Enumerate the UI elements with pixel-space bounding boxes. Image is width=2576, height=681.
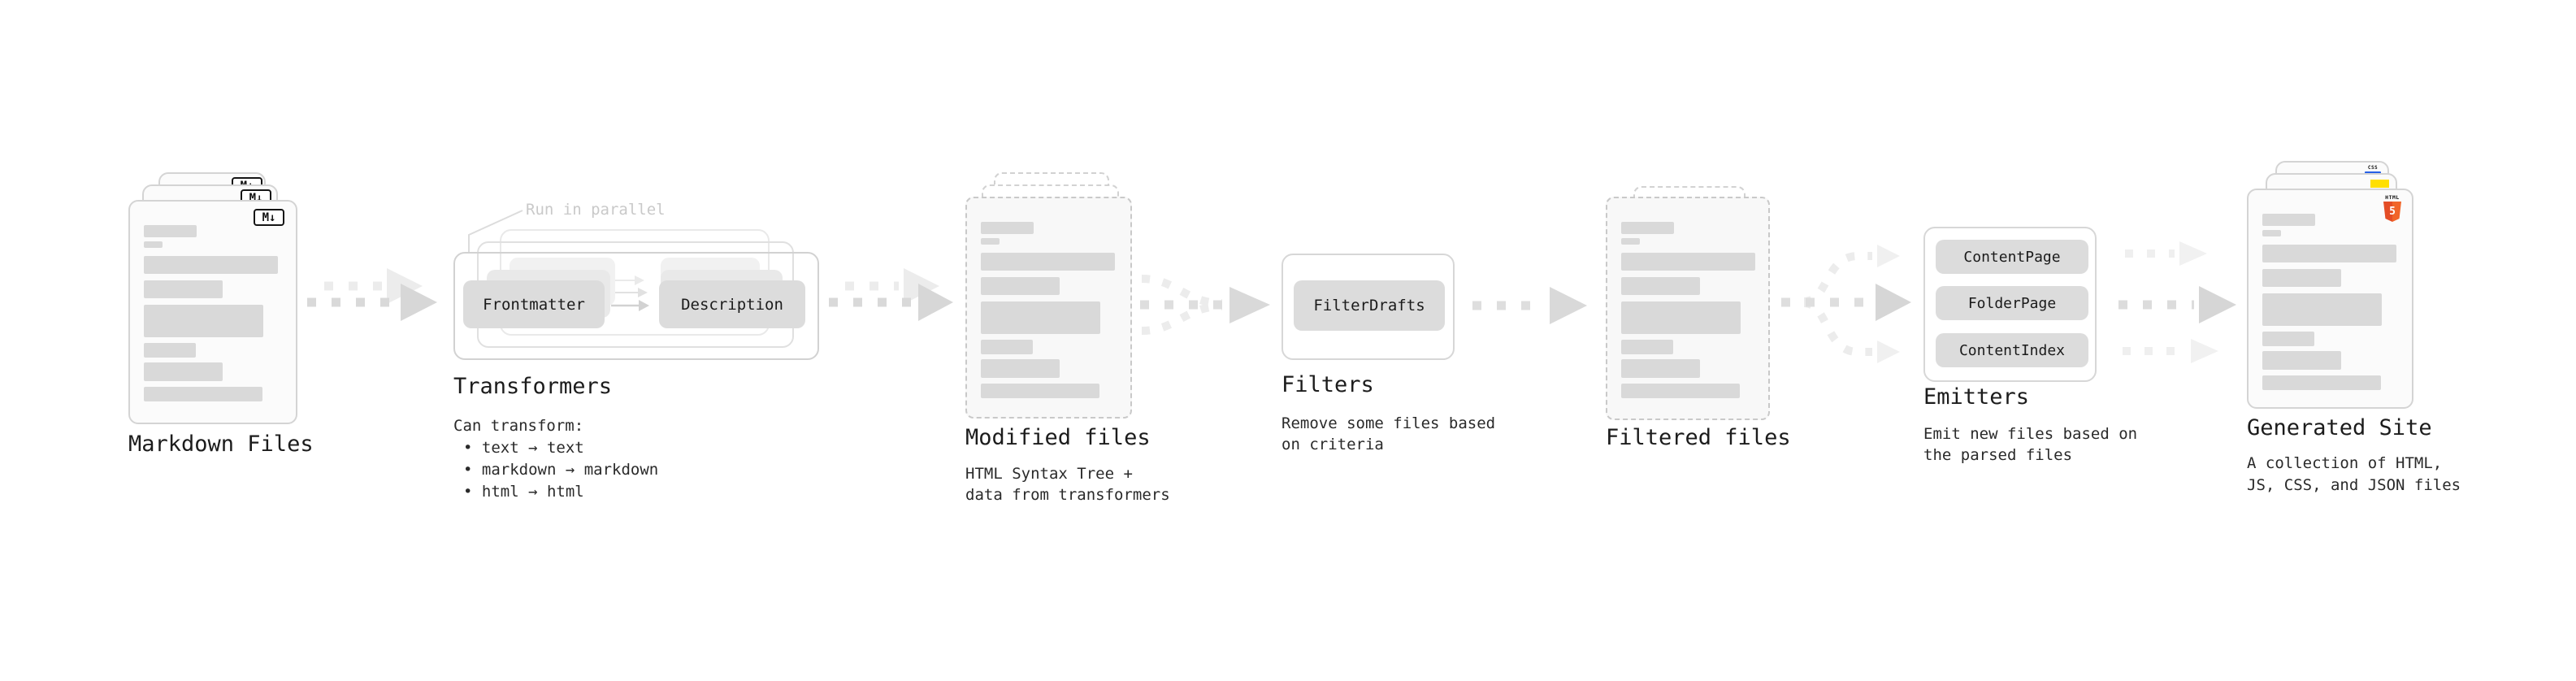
text-line-placeholder (144, 256, 278, 274)
text-line-placeholder (1621, 238, 1640, 245)
transformer-row-front: Frontmatter Description (453, 252, 819, 360)
modified-files-title: Modified files (965, 425, 1151, 450)
text-line-placeholder (144, 387, 262, 401)
modified-files-description: HTML Syntax Tree + data from transformer… (965, 463, 1170, 505)
transformer-frontmatter-label: Frontmatter (483, 295, 585, 314)
text-line-placeholder (2262, 245, 2396, 262)
desc-line: A collection of HTML, (2247, 454, 2443, 472)
js-icon (2370, 180, 2389, 188)
text-line-placeholder (981, 238, 1000, 245)
text-line-placeholder (1621, 222, 1674, 234)
emitter-folderpage-button: FolderPage (1936, 286, 2088, 320)
text-line-placeholder (1621, 253, 1755, 271)
desc-line: on criteria (1281, 436, 1384, 453)
text-line-placeholder (2262, 332, 2314, 346)
filters-description: Remove some files based on criteria (1281, 413, 1495, 455)
text-line-placeholder (2262, 293, 2382, 326)
markdown-file-card-front: M↓ (128, 200, 297, 424)
arrow-transformers-to-modified (829, 268, 953, 321)
generated-site-description: A collection of HTML, JS, CSS, and JSON … (2247, 453, 2461, 497)
text-line-placeholder (981, 340, 1033, 354)
text-line-placeholder (1621, 301, 1741, 334)
arrow-modified-to-filters (1140, 275, 1270, 335)
desc-line: Remove some files based (1281, 414, 1496, 432)
text-line-placeholder (144, 280, 223, 298)
filterdrafts-label: FilterDrafts (1313, 297, 1425, 314)
html5-icon-label: HTML (2385, 194, 2400, 201)
emitter-contentindex-button: ContentIndex (1936, 333, 2088, 367)
text-line-placeholder (2262, 230, 2281, 236)
text-line-placeholder (144, 343, 196, 358)
transformer-internal-arrows (611, 275, 649, 311)
run-in-parallel-note: Run in parallel (526, 201, 666, 219)
text-line-placeholder (2262, 351, 2341, 370)
arrow-filtered-to-emitters (1781, 245, 1911, 363)
text-line-placeholder (2262, 375, 2381, 390)
emitters-description: Emit new files based on the parsed files (1923, 423, 2137, 466)
text-line-placeholder (981, 253, 1115, 271)
transformer-description-box: Description (659, 280, 805, 328)
text-line-placeholder (981, 384, 1099, 398)
transform-bullet: text → text (453, 437, 658, 459)
emitters-title: Emitters (1923, 384, 2030, 410)
html5-shield: 5 (2383, 202, 2401, 222)
text-line-placeholder (1621, 340, 1673, 354)
transformers-title: Transformers (453, 374, 613, 399)
desc-line: Emit new files based on (1923, 425, 2138, 443)
text-line-placeholder (144, 225, 197, 237)
css-icon-label: CSS (2367, 165, 2379, 171)
markdown-files-label: Markdown Files (128, 432, 314, 457)
transform-bullet: html → html (453, 481, 658, 503)
html5-icon: HTML 5 (2382, 195, 2403, 222)
arrow-filters-to-filtered (1472, 287, 1587, 324)
transform-bullet: markdown → markdown (453, 459, 658, 481)
transformer-description-label: Description (681, 295, 783, 314)
run-in-parallel-bracket (468, 210, 523, 252)
text-line-placeholder (1621, 277, 1700, 295)
text-line-placeholder (1621, 359, 1700, 378)
markdown-icon: M↓ (254, 209, 284, 226)
filtered-files-title: Filtered files (1606, 425, 1791, 450)
desc-line: the parsed files (1923, 446, 2073, 464)
text-line-placeholder (981, 277, 1060, 295)
text-line-placeholder (144, 241, 163, 248)
desc-line: data from transformers (965, 486, 1170, 504)
filters-title: Filters (1281, 372, 1374, 397)
emitter-label: ContentPage (1963, 248, 2061, 266)
transformers-description: Can transform: text → text markdown → ma… (453, 415, 658, 503)
text-line-placeholder (2262, 269, 2341, 287)
filtered-file-card (1606, 197, 1770, 420)
emitters-panel: ContentPage FolderPage ContentIndex (1923, 227, 2097, 382)
desc-line: JS, CSS, and JSON files (2247, 476, 2461, 494)
emitter-label: FolderPage (1967, 294, 2057, 312)
html5-number: 5 (2389, 206, 2396, 218)
text-line-placeholder (144, 362, 223, 381)
can-transform-line: Can transform: (453, 417, 584, 435)
text-line-placeholder (2262, 214, 2315, 226)
text-line-placeholder (981, 359, 1060, 378)
filters-panel: FilterDrafts (1281, 254, 1455, 360)
generated-file-card-html: HTML 5 (2247, 189, 2413, 409)
text-line-placeholder (981, 301, 1100, 334)
text-line-placeholder (981, 222, 1034, 234)
text-line-placeholder (144, 305, 263, 337)
emitter-label: ContentIndex (1958, 341, 2066, 359)
arrow-emitters-to-generated (2118, 241, 2236, 363)
emitter-contentpage-button: ContentPage (1936, 240, 2088, 274)
arrow-markdown-to-transformers (307, 268, 437, 321)
text-line-placeholder (1621, 384, 1740, 398)
modified-file-card (965, 197, 1132, 419)
generated-site-title: Generated Site (2247, 415, 2432, 440)
desc-line: HTML Syntax Tree + (965, 465, 1133, 483)
filterdrafts-button: FilterDrafts (1294, 280, 1445, 331)
transformer-frontmatter-box: Frontmatter (463, 280, 605, 328)
